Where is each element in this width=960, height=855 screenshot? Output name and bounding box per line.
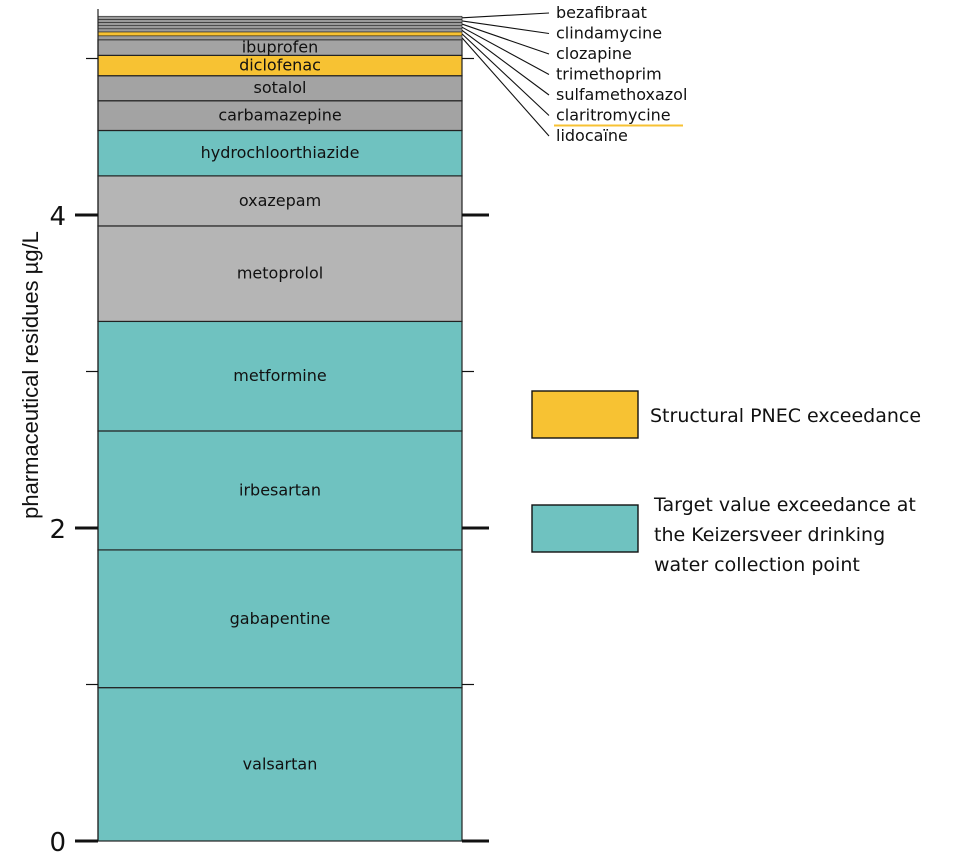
segment-label-metformine: metformine [233, 366, 326, 385]
segment-label-gabapentine: gabapentine [230, 609, 331, 628]
segment-label-valsartan: valsartan [243, 754, 318, 773]
legend-swatch-target [531, 504, 639, 553]
segment-label-sotalol: sotalol [254, 78, 307, 97]
callout-leader-sulfamethoxazol [461, 29, 550, 96]
legend-text-target: the Keizersveer drinking [654, 524, 885, 546]
callout-leader-clozapine [461, 23, 550, 55]
y-axis: 0 2 4 [49, 9, 489, 855]
bar-segment-sulfamethoxazol [97, 28, 463, 33]
bar-segment-trimethoprim [97, 25, 463, 30]
callout-leader-trimethoprim [461, 26, 550, 75]
callout-leader-bezafibraat [461, 12, 550, 19]
bar-segment-valsartan [97, 687, 463, 842]
y-axis-label: pharmaceutical residues µg/L [18, 231, 43, 519]
y-tick-label: 2 [49, 515, 66, 545]
legend-swatch-pnec [531, 390, 639, 439]
bar-segments [97, 15, 463, 842]
bar-segment-clozapine [97, 22, 463, 26]
segment-label-carbamazepine: carbamazepine [218, 106, 341, 125]
callout-label-clindamycine: clindamycine [556, 24, 662, 43]
legend-text-target: water collection point [654, 554, 860, 576]
legend-text-pnec: Structural PNEC exceedance [650, 405, 921, 427]
callout-label-lidocaine: lidocaïne [556, 126, 628, 145]
bar-segment-hydrochloorthiazide [97, 129, 463, 177]
segment-label-ibuprofen: ibuprofen [242, 38, 319, 57]
callout-leader-clindamycine [461, 20, 550, 35]
segment-labels: valsartan gabapentine irbesartan metformine… [201, 38, 360, 774]
callout-label-clozapine: clozapine [556, 44, 632, 63]
callout-label-bezafibraat: bezafibraat [556, 3, 647, 22]
segment-label-diclofenac: diclofenac [239, 56, 321, 75]
bar-segment-clindamycine [97, 19, 463, 23]
callout-label-sulfamethoxazol: sulfamethoxazol [556, 85, 687, 104]
bar-segment-gabapentine [97, 549, 463, 689]
y-tick-label: 0 [49, 828, 66, 855]
segment-label-metoprolol: metoprolol [237, 264, 323, 283]
legend-text-target: Target value exceedance at [653, 494, 916, 516]
segment-label-irbesartan: irbesartan [239, 480, 321, 499]
segment-label-hydrochloorthiazide: hydrochloorthiazide [201, 143, 360, 162]
bar-segment-metoprolol [97, 225, 463, 323]
bar-segment-bezafibraat [97, 15, 463, 20]
segment-label-oxazepam: oxazepam [239, 191, 321, 210]
y-tick-label: 4 [49, 202, 66, 232]
callout-leader-claritromycine [461, 33, 550, 116]
callout-label-trimethoprim: trimethoprim [556, 65, 662, 84]
bar-segment-claritromycine [97, 31, 463, 37]
bar-segment-oxazepam [97, 175, 463, 227]
callout-label-claritromycine: claritromycine [556, 106, 671, 125]
callout-leader-lidocaine [461, 37, 550, 137]
bar-segment-metformine [97, 320, 463, 432]
